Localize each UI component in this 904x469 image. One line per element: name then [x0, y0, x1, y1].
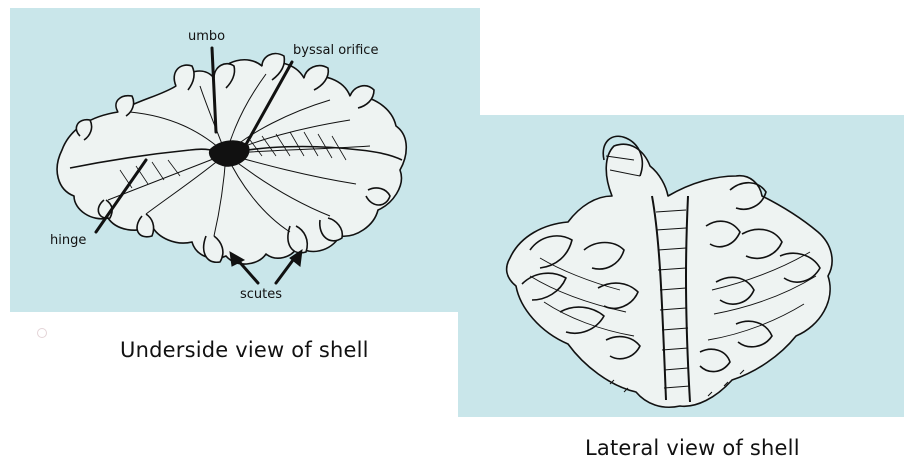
label-hinge: hinge: [50, 233, 86, 248]
stray-mark: [37, 328, 47, 338]
underside-shell-drawing: [57, 54, 406, 264]
lateral-caption: Lateral view of shell: [585, 436, 800, 460]
lateral-shell-drawing: [507, 136, 832, 407]
label-scutes: scutes: [240, 287, 282, 302]
label-byssal-orifice: byssal orifice: [293, 43, 378, 58]
label-umbo: umbo: [188, 29, 225, 44]
underside-caption: Underside view of shell: [120, 338, 369, 362]
